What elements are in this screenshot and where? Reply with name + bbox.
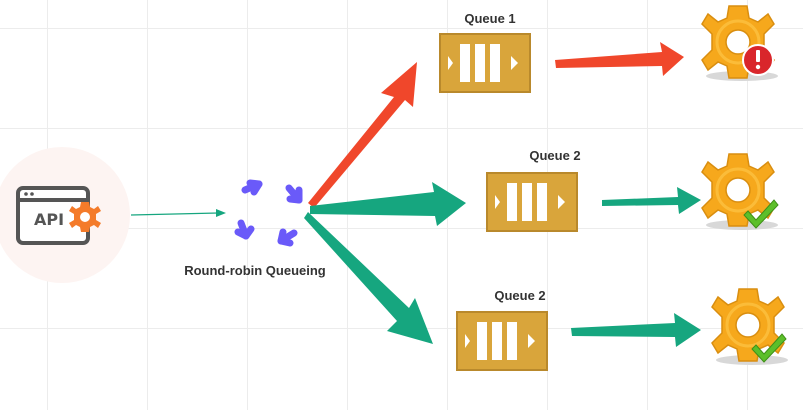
arrow-queue-1-to-worker — [555, 42, 684, 76]
queue-2-box — [486, 172, 578, 232]
api-gear-icon — [16, 186, 101, 245]
api-label: API — [34, 210, 64, 229]
arrow-api-to-balancer — [130, 209, 226, 217]
api-node: API — [0, 147, 130, 283]
arrow-balancer-to-queue-3 — [304, 212, 433, 344]
queue-3-box — [456, 311, 548, 371]
queue-1: Queue 1 — [439, 11, 531, 93]
worker-2 — [700, 152, 779, 230]
arrow-balancer-to-queue-2 — [310, 182, 466, 226]
arrow-queue-2-to-worker — [602, 187, 701, 214]
queue-2: Queue 2 — [486, 148, 581, 232]
balancer-label: Round-robin Queueing — [184, 263, 326, 278]
arrow-queue-3-to-worker — [571, 313, 701, 347]
queue-3: Queue 2 — [456, 288, 548, 371]
queue-2-label: Queue 2 — [529, 148, 580, 163]
queue-3-label: Queue 2 — [494, 288, 545, 303]
arrow-balancer-to-queue-1 — [308, 62, 417, 208]
queue-1-label: Queue 1 — [464, 11, 515, 26]
worker-3 — [710, 287, 788, 365]
worker-1 — [700, 4, 778, 81]
round-robin-arrows-icon — [234, 179, 303, 247]
queue-1-box — [439, 33, 531, 93]
error-badge-icon — [742, 44, 774, 76]
